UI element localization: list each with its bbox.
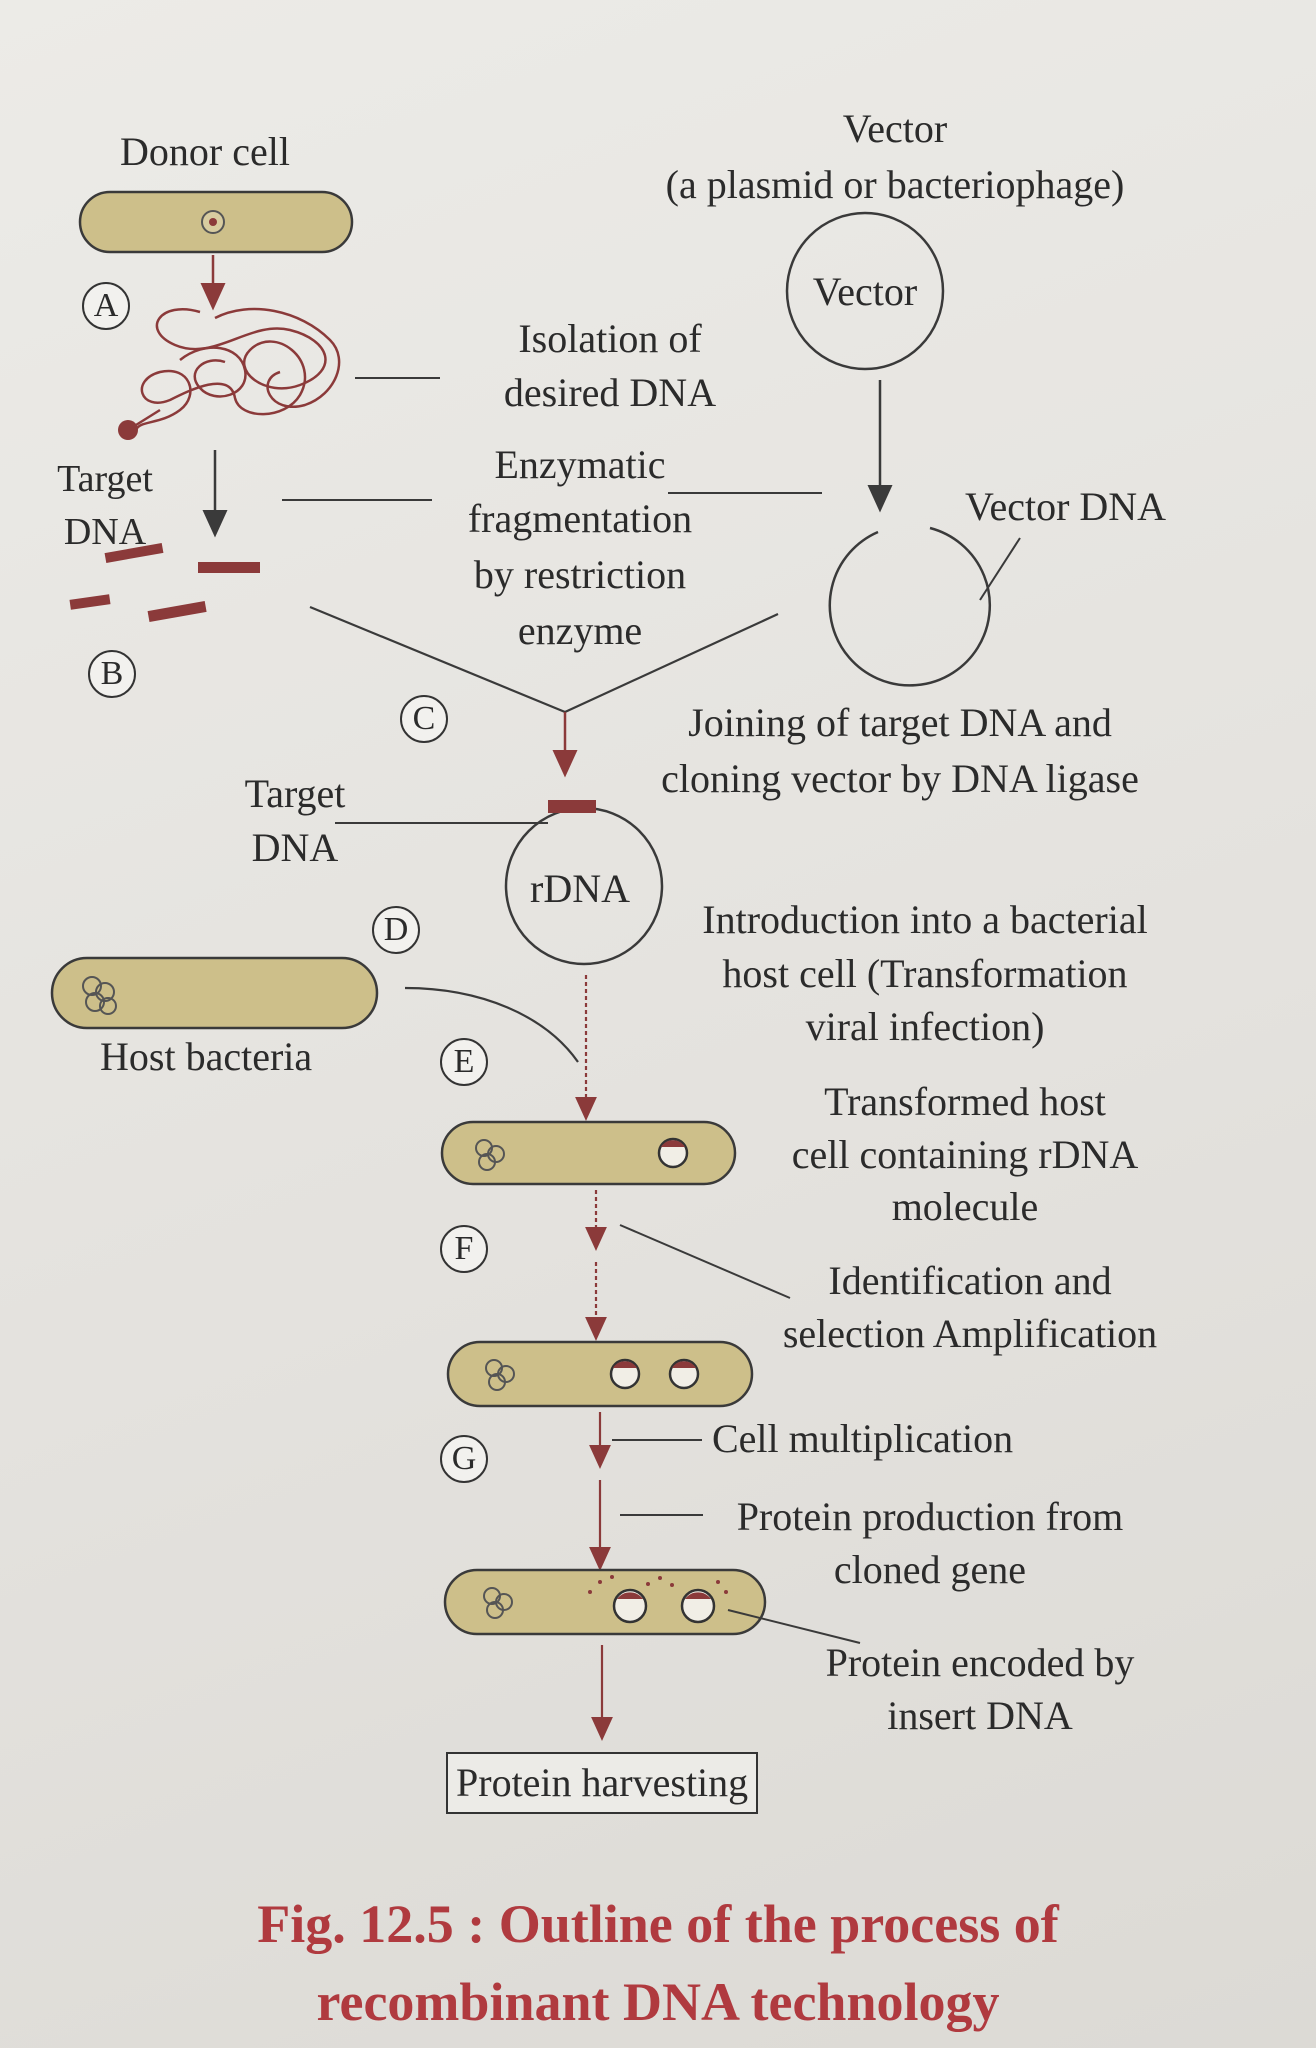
figure-caption-line2: recombinant DNA technology	[316, 1972, 1000, 2032]
tangled-dna	[134, 307, 341, 431]
protein-encoded-label-line1: Protein encoded by	[825, 1640, 1135, 1685]
amplified-cell	[446, 1340, 754, 1408]
rdna-label: rDNA	[530, 866, 630, 911]
enzymatic-label-line1: Enzymatic	[494, 442, 666, 487]
identification-label-line2: selection Amplification	[782, 1311, 1158, 1356]
step-f-marker: F	[440, 1225, 488, 1273]
vector-title-label: Vector	[842, 106, 948, 151]
donor-cell-label: Donor cell	[120, 129, 290, 174]
vector-dna-open-circle	[828, 526, 992, 687]
step-g-marker: G	[440, 1435, 488, 1483]
target-dna-2-label-line1: Target	[244, 771, 346, 816]
joining-lines	[309, 605, 779, 714]
step-d-marker: D	[372, 906, 420, 954]
target-dna-2-label-line2: DNA	[251, 825, 339, 870]
vector-subtitle-label: (a plasmid or bacteriophage)	[665, 162, 1125, 207]
introduction-label-line1: Introduction into a bacterial	[702, 897, 1148, 942]
vector-circle	[785, 211, 945, 371]
isolation-label-line2: desired DNA	[503, 370, 717, 415]
step-b-marker: B	[88, 650, 136, 698]
protein-production-label-line1: Protein production from	[736, 1494, 1124, 1539]
protein-harvesting-box: Protein harvesting	[446, 1752, 759, 1814]
cell-multiplication-label: Cell multiplication	[712, 1416, 1014, 1461]
joining-label-line1: Joining of target DNA and	[688, 700, 1112, 745]
host-entry-curve	[404, 986, 579, 1063]
rdna-insert	[548, 800, 596, 813]
host-bacteria-label: Host bacteria	[100, 1034, 313, 1079]
transformed-label-line2: cell containing rDNA	[791, 1132, 1139, 1177]
step-e-marker: E	[440, 1038, 488, 1086]
identification-pointer	[619, 1224, 791, 1299]
target-dna-label-line2: DNA	[63, 511, 147, 553]
dna-fragments	[69, 543, 260, 622]
joining-label-line2: cloning vector by DNA ligase	[661, 756, 1139, 801]
donor-cell	[78, 190, 354, 254]
introduction-label-line2: host cell (Transformation	[722, 951, 1128, 996]
isolation-label-line1: Isolation of	[518, 316, 702, 361]
enzymatic-label-line3: by restriction	[473, 552, 687, 597]
protein-encoded-pointer	[727, 1609, 861, 1644]
protein-production-label-line2: cloned gene	[833, 1547, 1027, 1592]
vector-dna-label: Vector DNA	[965, 484, 1167, 529]
target-dna-label-line1: Target	[57, 458, 153, 500]
figure-caption-line1: Fig. 12.5 : Outline of the process of	[257, 1894, 1059, 1954]
host-bacteria	[50, 956, 379, 1030]
step-a-marker: A	[82, 282, 130, 330]
transformed-cell	[440, 1120, 737, 1186]
transformed-label-line3: molecule	[891, 1184, 1039, 1229]
identification-label-line1: Identification and	[828, 1258, 1112, 1303]
protein-encoded-label-line2: insert DNA	[887, 1693, 1073, 1738]
vector-dna-pointer	[979, 537, 1021, 601]
enzymatic-label-line4: enzyme	[517, 608, 643, 653]
introduction-label-line3: viral infection)	[805, 1004, 1045, 1049]
step-c-marker: C	[400, 695, 448, 743]
enzymatic-label-line2: fragmentation	[467, 496, 693, 541]
dna-end-marker	[118, 420, 138, 440]
vector-circle-label: Vector	[812, 269, 918, 314]
transformed-label-line1: Transformed host	[824, 1079, 1106, 1124]
protein-producing-cell	[443, 1568, 767, 1636]
